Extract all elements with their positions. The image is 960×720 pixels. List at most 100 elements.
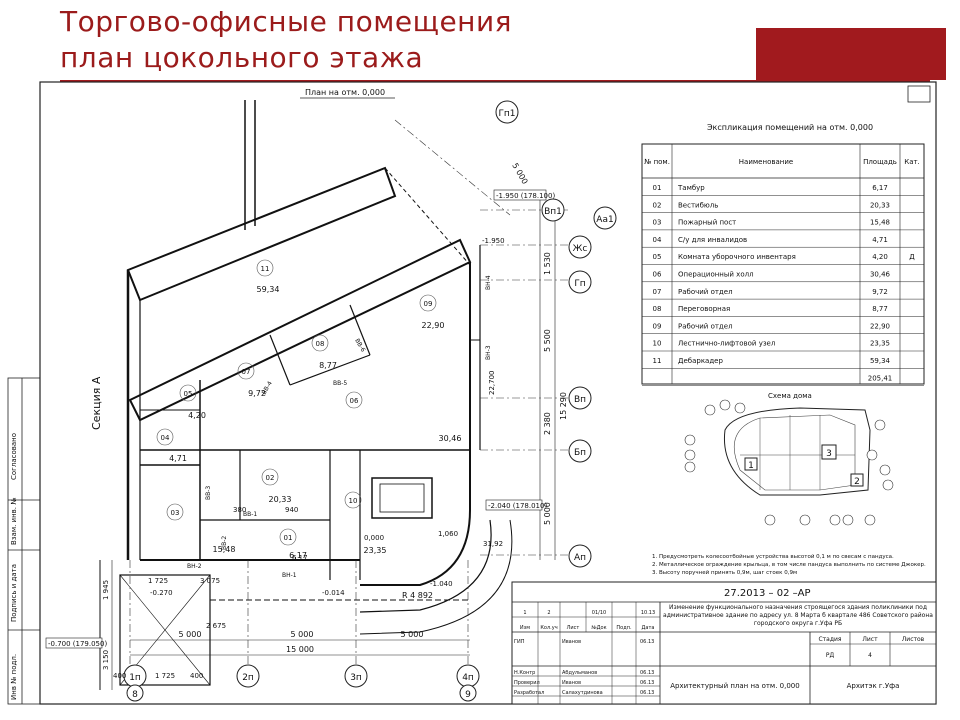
explication-cell: 15,48 — [870, 219, 890, 227]
svg-text:Аа1: Аа1 — [596, 215, 613, 225]
svg-text:1: 1 — [523, 610, 526, 616]
svg-text:-0.700 (179.050): -0.700 (179.050) — [48, 640, 107, 648]
explication-cell: Пожарный пост — [678, 219, 736, 227]
svg-text:Гп1: Гп1 — [498, 109, 515, 119]
svg-text:1 530: 1 530 — [543, 252, 552, 275]
svg-text:3. Высоту поручней принять 0,9: 3. Высоту поручней принять 0,9м, шаг сто… — [652, 569, 797, 576]
svg-text:5 000: 5 000 — [291, 630, 314, 639]
svg-text:Бп: Бп — [574, 448, 586, 458]
explication-cell: 01 — [653, 184, 662, 192]
scheme-title: Схема дома — [768, 392, 812, 400]
svg-text:380: 380 — [233, 506, 246, 514]
svg-text:Дата: Дата — [642, 625, 655, 631]
svg-text:R 4 892: R 4 892 — [402, 591, 433, 600]
svg-text:Кол.уч: Кол.уч — [540, 625, 557, 631]
explication-cell: 9,72 — [872, 288, 888, 296]
svg-text:5 000: 5 000 — [510, 162, 529, 186]
explication-total: 205,41 — [868, 374, 893, 382]
explication-cell: 20,33 — [870, 201, 890, 209]
explication-cell: 8,77 — [872, 305, 888, 313]
room-04: 044,71 — [156, 428, 187, 463]
svg-text:2п: 2п — [242, 673, 254, 683]
explication-cell: Комната уборочного инвентаря — [678, 253, 796, 261]
axis-bubble-vp: Вп — [568, 386, 592, 410]
svg-text:06.13: 06.13 — [640, 680, 654, 686]
svg-text:4,71: 4,71 — [169, 454, 187, 463]
svg-text:1п: 1п — [129, 673, 141, 683]
svg-text:Подп.: Подп. — [616, 625, 632, 631]
svg-text:Лист: Лист — [862, 636, 878, 643]
svg-text:3 150: 3 150 — [102, 650, 110, 670]
axis-bubble-gp1: Гп1 — [495, 100, 519, 124]
dimension-texts-bottom: 5 000 5 000 5 000 15 000 — [179, 630, 424, 654]
building-scheme: Схема дома 3 2 1 — [684, 392, 894, 526]
svg-text:08: 08 — [316, 340, 325, 348]
svg-text:Разработал: Разработал — [514, 690, 544, 696]
svg-text:-1.040: -1.040 — [430, 580, 453, 588]
svg-text:Ап: Ап — [574, 553, 586, 563]
svg-text:ВВ-5: ВВ-5 — [333, 380, 347, 387]
svg-text:Абдульманов: Абдульманов — [562, 670, 597, 676]
explication-cell: 07 — [653, 288, 662, 296]
dimension-texts-misc: 1 725 3 075 2 675 1 945 3 150 400 1 725 … — [102, 506, 308, 680]
svg-text:15 290: 15 290 — [559, 392, 568, 420]
axis-bubble-aa1: Аа1 — [593, 206, 617, 230]
svg-text:-0.270: -0.270 — [150, 589, 173, 597]
svg-text:940: 940 — [285, 506, 298, 514]
axis-bubble-ap: Ап — [568, 544, 592, 568]
svg-text:1 725: 1 725 — [148, 577, 168, 585]
svg-text:23,35: 23,35 — [364, 546, 387, 555]
svg-text:1 945: 1 945 — [102, 580, 110, 600]
explication-cell: 6,17 — [872, 184, 888, 192]
side-label-1: Согласовано — [10, 433, 18, 480]
axis-bubble-bp: Бп — [568, 439, 592, 463]
svg-text:01/10: 01/10 — [592, 610, 606, 616]
svg-text:2: 2 — [547, 610, 550, 616]
explication-cell: С/у для инвалидов — [678, 236, 747, 244]
svg-text:4п: 4п — [462, 673, 474, 683]
svg-text:Стадия: Стадия — [818, 636, 841, 643]
svg-text:9,72: 9,72 — [248, 389, 266, 398]
svg-text:-1.950: -1.950 — [482, 237, 505, 245]
svg-text:9: 9 — [465, 690, 471, 700]
svg-text:Изм: Изм — [520, 625, 530, 631]
explication-cell: Операционный холл — [678, 271, 754, 279]
svg-text:2: 2 — [854, 477, 860, 487]
explication-cell: Переговорная — [678, 305, 730, 313]
svg-text:ВН-3: ВН-3 — [485, 345, 492, 360]
svg-text:3 075: 3 075 — [200, 577, 220, 585]
explication-cell: 4,71 — [872, 236, 888, 244]
svg-text:10.13: 10.13 — [641, 610, 655, 616]
svg-text:ВН-4: ВН-4 — [485, 275, 492, 290]
axis-bubble-gp: Гп — [568, 270, 592, 294]
svg-text:06.13: 06.13 — [640, 670, 654, 676]
svg-text:400: 400 — [190, 672, 203, 680]
svg-text:10: 10 — [349, 497, 358, 505]
svg-text:2 380: 2 380 — [543, 412, 552, 435]
title-block: 27.2013 – 02 –АР Изменение функционально… — [511, 581, 937, 705]
explication-cell: Лестнично-лифтовой узел — [678, 340, 775, 348]
explication-cell: 10 — [653, 340, 662, 348]
slide-title: Торгово-офисные помещения план цокольног… — [60, 4, 512, 76]
svg-text:Площадь: Площадь — [863, 158, 897, 166]
explication-cell: 04 — [653, 236, 662, 244]
svg-text:Лист: Лист — [567, 625, 580, 631]
svg-text:400: 400 — [113, 672, 126, 680]
svg-text:01: 01 — [284, 534, 293, 542]
svg-text:Вп: Вп — [574, 395, 586, 405]
side-stamp — [7, 377, 41, 705]
svg-text:Салахутдинова: Салахутдинова — [562, 690, 603, 696]
accent-block — [756, 28, 946, 80]
svg-text:-1.950 (178.100): -1.950 (178.100) — [496, 192, 555, 200]
svg-text:8: 8 — [132, 690, 138, 700]
side-label-4: Инв № подл. — [10, 654, 18, 700]
svg-text:1,060: 1,060 — [438, 530, 458, 538]
svg-text:5 000: 5 000 — [543, 502, 552, 525]
svg-text:Иванов: Иванов — [562, 680, 581, 686]
